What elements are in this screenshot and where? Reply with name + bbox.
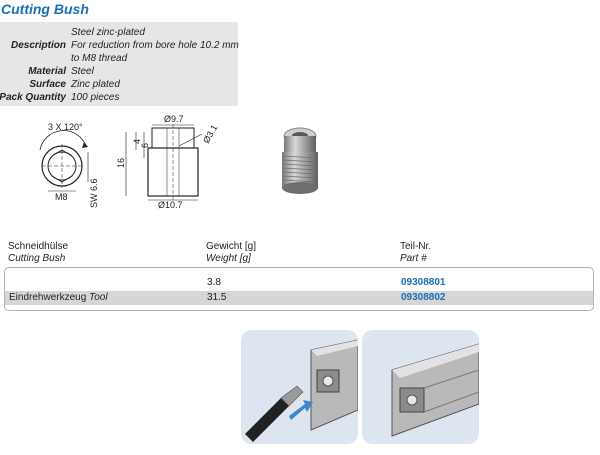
header-name-en: Cutting Bush	[8, 253, 66, 264]
spec-val-material: Steel	[71, 66, 94, 77]
profile-top	[311, 340, 358, 356]
spec-box: Steel zinc-plated Description For reduct…	[0, 22, 239, 106]
spec-val-surface: Zinc plated	[71, 79, 120, 90]
groove-line	[423, 391, 479, 413]
dia-hole-label: Ø3.1	[201, 123, 219, 145]
spec-key-material: Material	[28, 66, 66, 77]
direction-arrow	[289, 400, 313, 420]
bush-collar	[284, 136, 316, 152]
spec-val-pack: 100 pieces	[71, 92, 120, 103]
angle-label: 3 X 120°	[48, 122, 83, 132]
row-part-number[interactable]: 09308801	[401, 277, 446, 288]
installed-bush	[406, 394, 418, 406]
tool-shaft	[280, 385, 304, 407]
row-part-number[interactable]: 09308802	[401, 292, 446, 303]
page-title: Cutting Bush	[1, 1, 89, 17]
spec-key-surface: Surface	[29, 79, 66, 90]
table-row: 3.8 09308801	[5, 276, 593, 290]
header-part-en: Part #	[400, 253, 427, 264]
spec-val-description: For reduction from bore hole 10.2 mm	[71, 40, 239, 51]
table-row: Eindrehwerkzeug Tool 31.5 09308802	[5, 291, 593, 305]
row-weight: 31.5	[207, 292, 227, 303]
profile-top	[392, 344, 479, 378]
angle-arc	[39, 130, 87, 151]
arrow-head	[82, 142, 88, 148]
header-part-de: Teil-Nr.	[400, 241, 432, 252]
tool-handle	[245, 398, 289, 442]
thread-label: M8	[55, 192, 68, 202]
row-weight: 3.8	[207, 277, 221, 288]
height-label: 16	[116, 158, 126, 168]
dia-bottom-label: Ø10.7	[158, 200, 183, 210]
wrench-label: SW 6.6	[89, 178, 99, 208]
hole-leader	[178, 133, 203, 147]
dim-6-label: 6	[140, 143, 150, 148]
header-weight-de: Gewicht [g]	[206, 241, 257, 252]
header-name-de: Schneidhülse	[8, 241, 69, 252]
dim-4-label: 4	[132, 139, 142, 144]
cutting-bush-photo	[281, 127, 319, 194]
front-view-drawing: 3 X 120° M8 SW 6.6	[39, 122, 99, 208]
header-weight-en: Weight [g]	[206, 253, 251, 264]
groove-line	[423, 369, 479, 389]
installation-photo-tool	[241, 330, 358, 444]
row-name: Eindrehwerkzeug Tool	[9, 292, 108, 303]
spec-key-pack: Pack Quantity	[0, 92, 66, 103]
bush-base	[282, 182, 318, 194]
parts-table: 3.8 09308801 Eindrehwerkzeug Tool 31.5 0…	[4, 267, 594, 311]
installation-photo-result	[362, 330, 479, 444]
spec-key-description: Description	[10, 40, 66, 51]
section-view-drawing: Ø9.7 Ø3.1 4 6 16 Ø10.7	[116, 114, 219, 210]
profile-bore	[322, 375, 334, 387]
dia-top-label: Ø9.7	[164, 114, 184, 124]
